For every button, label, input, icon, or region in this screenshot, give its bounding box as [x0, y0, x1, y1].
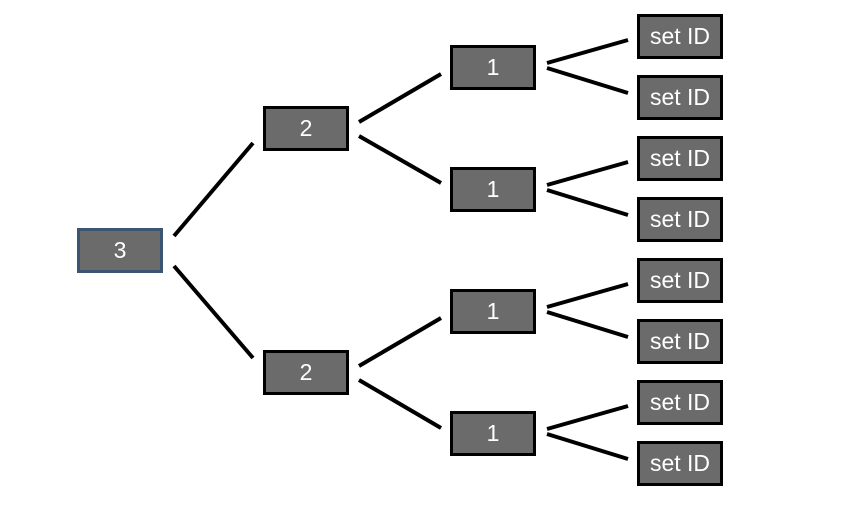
level2-node-3: 1: [450, 289, 536, 334]
leaf-node: set ID: [637, 75, 723, 120]
root-node: 3: [77, 228, 163, 273]
edge-1d-to-leaf-7: [546, 432, 629, 461]
leaf-node: set ID: [637, 14, 723, 59]
edge-lower-to-1c: [357, 316, 443, 368]
edge-1b-to-leaf-3: [546, 188, 629, 217]
edge-lower-to-1d: [357, 378, 443, 430]
edge-1d-to-leaf-6: [546, 404, 629, 431]
leaf-node: set ID: [637, 197, 723, 242]
leaf-node: set ID: [637, 319, 723, 364]
edge-1c-to-leaf-4: [546, 282, 629, 309]
edge-root-to-lower: [172, 264, 255, 360]
edge-1b-to-leaf-2: [546, 160, 629, 187]
level1-node-upper: 2: [263, 106, 349, 151]
level1-node-lower: 2: [263, 350, 349, 395]
edge-upper-to-1b: [358, 134, 442, 185]
level2-node-4: 1: [450, 411, 536, 456]
edge-1a-to-leaf-1: [546, 66, 629, 95]
edge-upper-to-1a: [357, 72, 443, 124]
leaf-node: set ID: [637, 136, 723, 181]
level2-node-1: 1: [450, 45, 536, 90]
edge-1c-to-leaf-5: [546, 310, 629, 339]
leaf-node: set ID: [637, 441, 723, 486]
edge-root-to-upper: [172, 141, 255, 238]
edge-1a-to-leaf-0: [546, 38, 629, 65]
level2-node-2: 1: [450, 167, 536, 212]
leaf-node: set ID: [637, 258, 723, 303]
leaf-node: set ID: [637, 380, 723, 425]
